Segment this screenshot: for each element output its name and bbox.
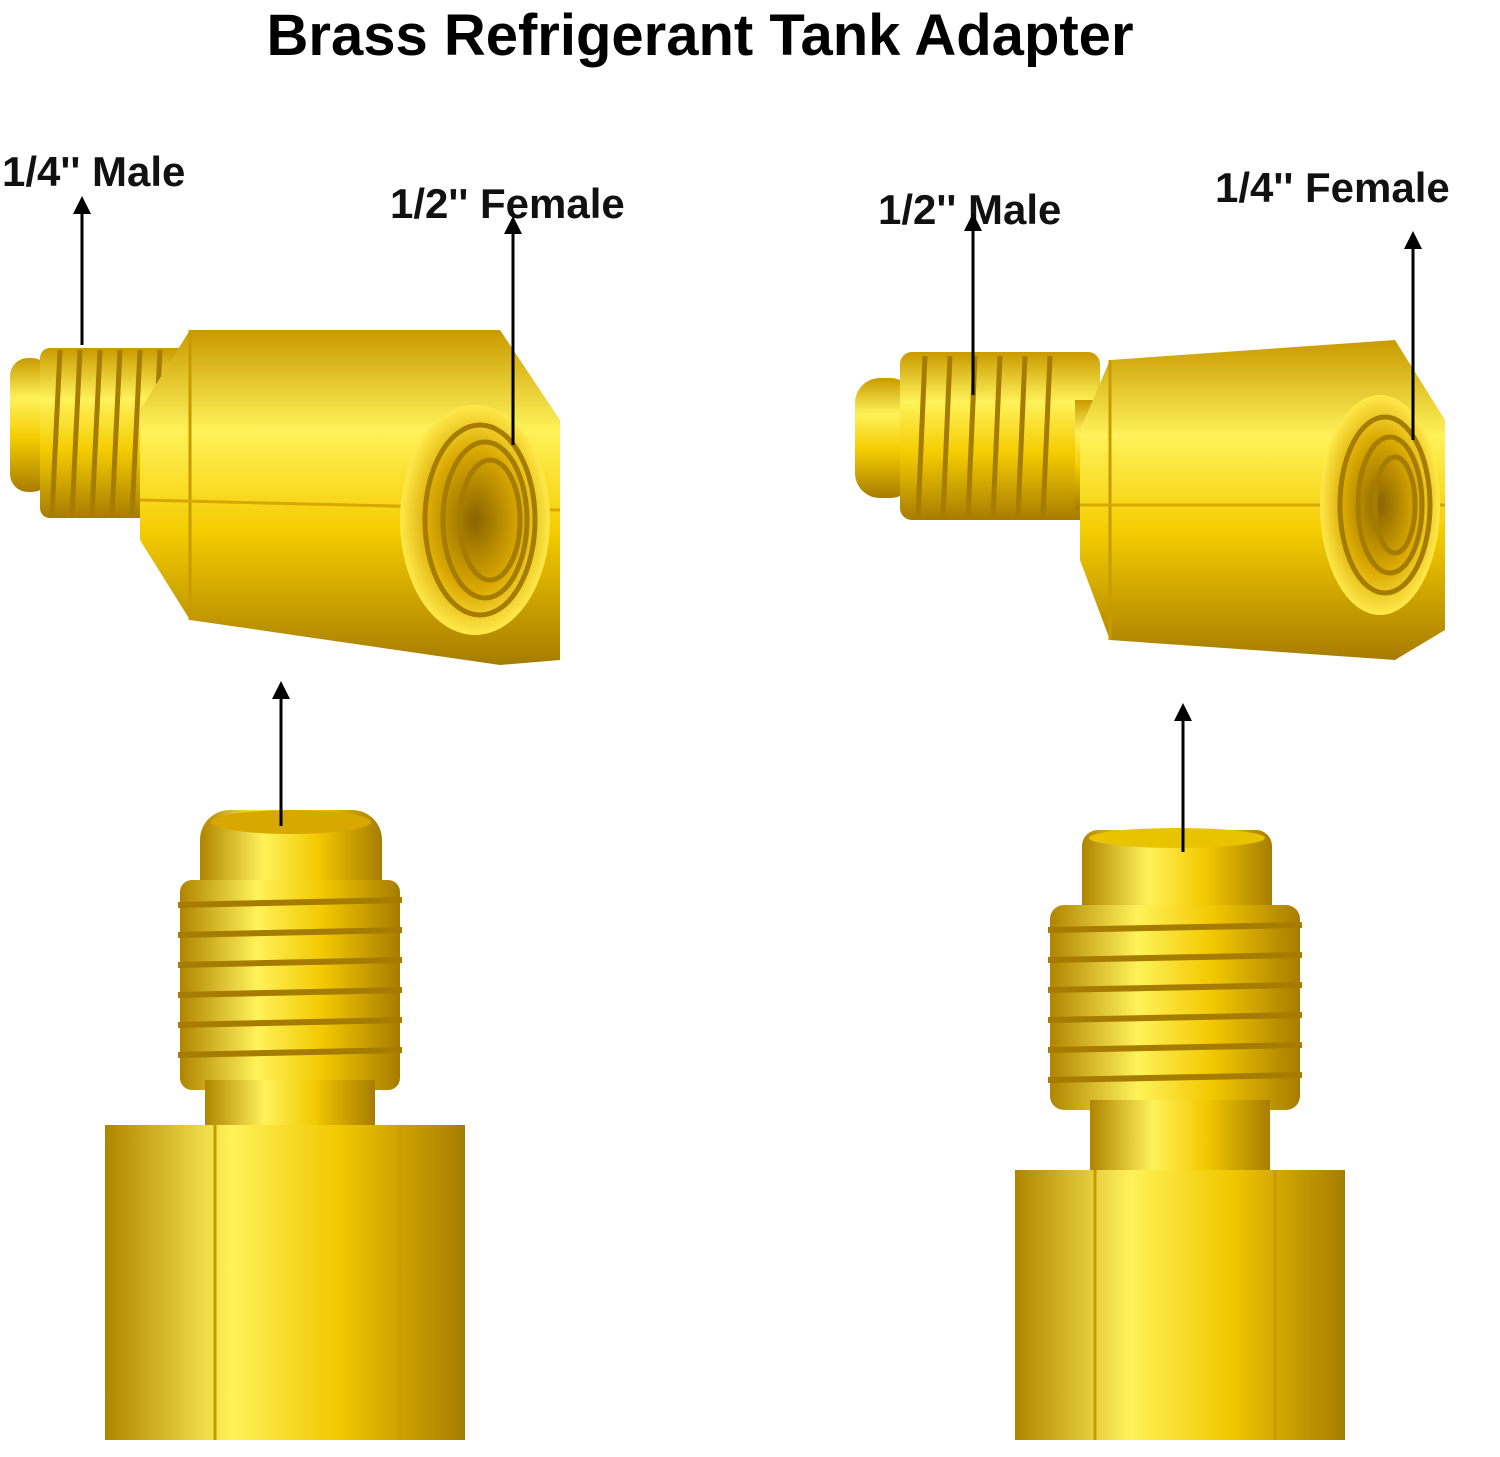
- pointer-arrows: [73, 196, 1422, 852]
- female-threads: [422, 422, 538, 618]
- hex-nut: [1015, 1170, 1345, 1440]
- page-title: Brass Refrigerant Tank Adapter: [266, 3, 1134, 68]
- adapter-top-left: [10, 330, 561, 665]
- label-quarter-male: 1/4'' Male: [2, 148, 186, 195]
- label-quarter-female: 1/4'' Female: [1215, 164, 1450, 211]
- adapter-bottom-left: [105, 810, 465, 1440]
- male-thread-body: [180, 880, 400, 1090]
- male-threads: [1047, 922, 1303, 1083]
- adapter-top-right: [855, 340, 1445, 660]
- female-threads: [1337, 414, 1433, 596]
- hex-nut: [105, 1125, 465, 1440]
- adapter-bottom-right: [1015, 828, 1345, 1440]
- male-threads: [177, 897, 403, 1058]
